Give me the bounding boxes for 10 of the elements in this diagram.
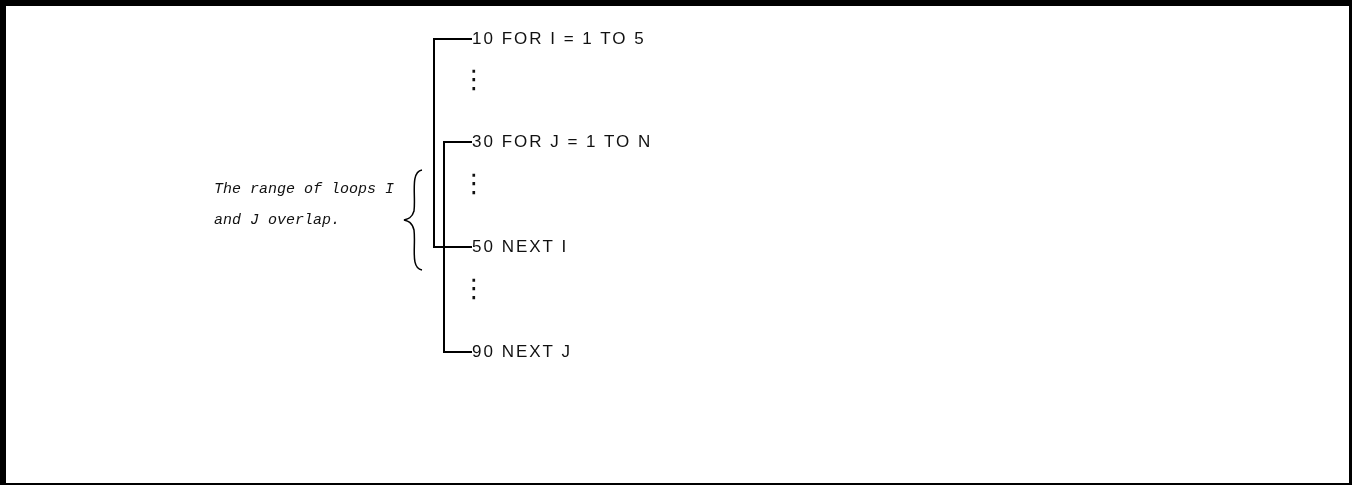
code-line: 50 NEXT I	[472, 236, 569, 258]
code-line: 90 NEXT J	[472, 341, 572, 363]
vertical-ellipsis: ⋮	[461, 273, 487, 303]
code-line: 10 FOR I = 1 TO 5	[472, 28, 646, 50]
loop-bracket-line	[433, 38, 473, 248]
note-text: The range of loops I and J overlap.	[214, 180, 396, 231]
code-line: 30 FOR J = 1 TO N	[472, 131, 653, 153]
loop-bracket-line	[443, 141, 473, 353]
vertical-ellipsis: ⋮	[461, 64, 487, 94]
vertical-ellipsis: ⋮	[461, 168, 487, 198]
